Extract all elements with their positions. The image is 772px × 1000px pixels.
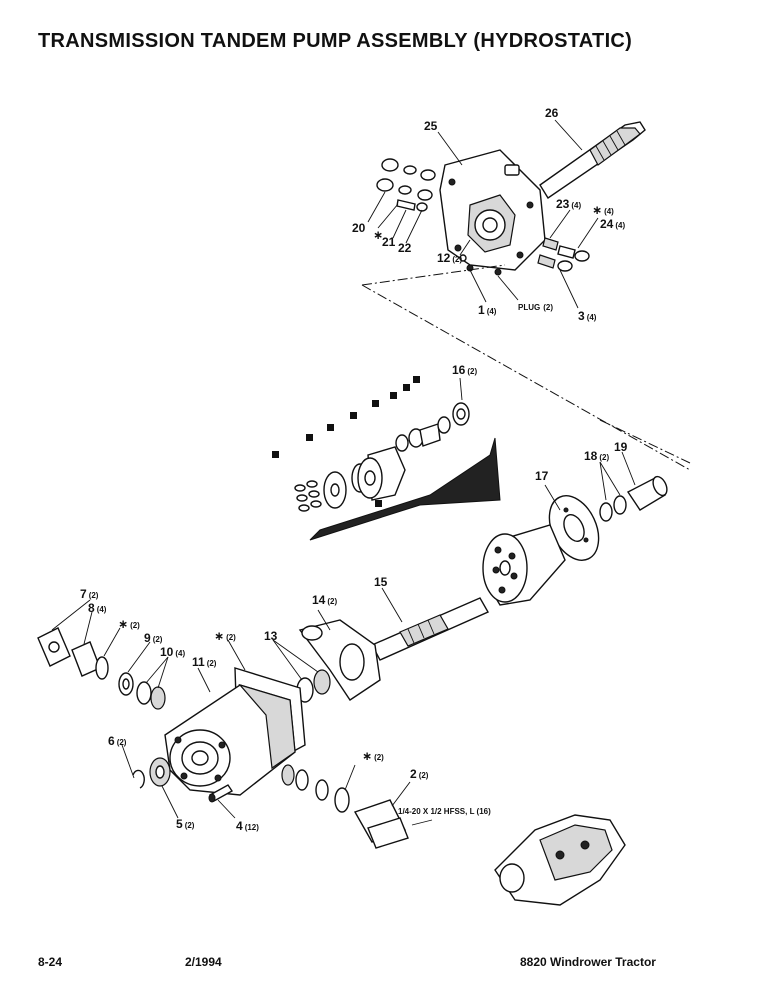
pump-housing-25 bbox=[439, 149, 546, 271]
cover-plate-7 bbox=[37, 627, 71, 667]
relief-valves-left bbox=[376, 158, 436, 212]
bearings-13 bbox=[296, 669, 331, 703]
port-plate-17 bbox=[548, 495, 600, 561]
callout-16: 16(2) bbox=[452, 363, 477, 377]
page-title: TRANSMISSION TANDEM PUMP ASSEMBLY (HYDRO… bbox=[38, 30, 633, 52]
callout-star-1: ∗(4) bbox=[592, 203, 614, 217]
callout-15: 15 bbox=[374, 575, 388, 589]
swashplate-14 bbox=[298, 619, 381, 701]
callout-1: 1(4) bbox=[478, 303, 497, 317]
drive-shaft-26 bbox=[539, 121, 646, 199]
callout-3: 3(4) bbox=[578, 309, 597, 323]
callout-5: 5(2) bbox=[176, 817, 195, 831]
callout-star-4: ∗(2) bbox=[214, 629, 236, 643]
callout-14: 14(2) bbox=[312, 593, 337, 607]
footer-model: 8820 Windrower Tractor bbox=[520, 955, 656, 969]
callout-4: 4(12) bbox=[236, 819, 259, 833]
callout-plug: PLUG(2) bbox=[518, 303, 553, 312]
callout-2: 2(2) bbox=[410, 767, 429, 781]
callout-12: 12(2) bbox=[437, 251, 462, 265]
bearings-10 bbox=[136, 681, 166, 710]
callout-13: 13 bbox=[264, 629, 278, 643]
callout-21: 21 bbox=[382, 235, 396, 249]
kit-markers bbox=[272, 376, 420, 507]
callout-18: 18(2) bbox=[584, 449, 609, 463]
callout-20: 20 bbox=[352, 221, 366, 235]
pump-body bbox=[164, 683, 296, 796]
lower-seals bbox=[281, 764, 350, 813]
retainer-6 bbox=[132, 769, 145, 789]
callout-26: 26 bbox=[545, 106, 559, 120]
relief-valves-right bbox=[459, 237, 590, 276]
shaft-15 bbox=[371, 597, 489, 661]
oring-left bbox=[95, 656, 109, 680]
bearing-5 bbox=[149, 757, 171, 787]
footer-page-number: 8-24 bbox=[38, 955, 63, 969]
callout-23: 23(4) bbox=[556, 197, 581, 211]
callout-9: 9(2) bbox=[144, 631, 163, 645]
callout-labels: 26 25 23(4) ∗(4) 24(4) 20 ∗ 21 22 12(2) … bbox=[80, 106, 628, 833]
axis-line-1 bbox=[361, 264, 506, 286]
axis-line-3 bbox=[599, 419, 691, 464]
callout-25: 25 bbox=[424, 119, 438, 133]
cylinder-block bbox=[482, 524, 566, 606]
bearings-18 bbox=[599, 495, 627, 522]
piston-set bbox=[294, 480, 322, 512]
callout-star-2: ∗ bbox=[373, 228, 383, 242]
hardware-note: 1/4-20 X 1/2 HFSS, L (16) bbox=[398, 807, 491, 816]
callout-11: 11(2) bbox=[192, 655, 217, 669]
callout-10: 10(4) bbox=[160, 645, 185, 659]
bolt-4 bbox=[208, 784, 234, 803]
cover-plate-2 bbox=[353, 799, 433, 849]
callout-star-3: ∗(2) bbox=[118, 617, 140, 631]
callout-star-5: ∗(2) bbox=[362, 749, 384, 763]
callout-17: 17 bbox=[535, 469, 549, 483]
callout-24: 24(4) bbox=[600, 217, 625, 231]
sleeve-19 bbox=[626, 475, 668, 511]
assembly-view bbox=[494, 814, 626, 906]
leader-lines bbox=[51, 119, 636, 819]
callout-8: 8(4) bbox=[88, 601, 107, 615]
rotating-group-inset bbox=[272, 376, 501, 541]
seal-9 bbox=[118, 672, 134, 696]
callout-22: 22 bbox=[398, 241, 412, 255]
footer-date: 2/1994 bbox=[185, 955, 222, 969]
callout-6: 6(2) bbox=[108, 734, 127, 748]
axis-line-2 bbox=[361, 284, 691, 471]
callout-19: 19 bbox=[614, 440, 628, 454]
callout-7: 7(2) bbox=[80, 587, 99, 601]
